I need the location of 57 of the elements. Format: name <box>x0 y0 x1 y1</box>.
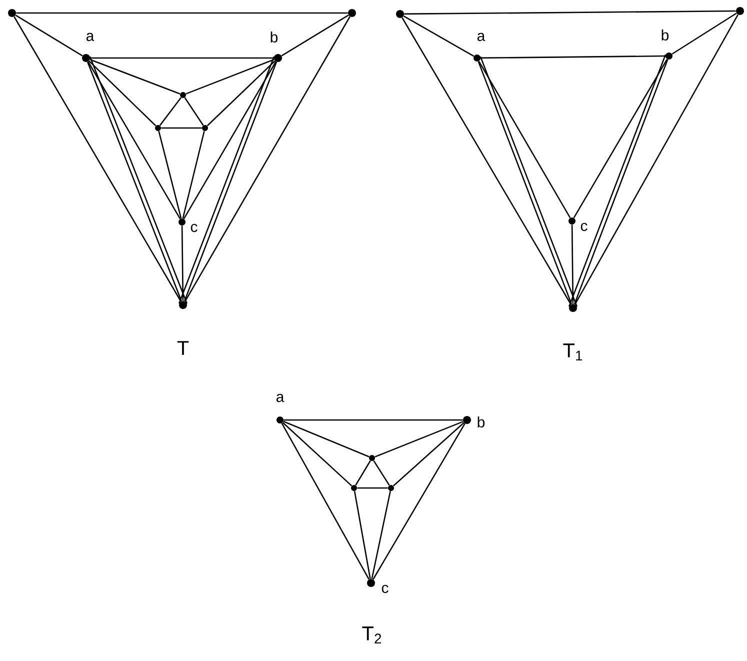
vertex-dot <box>396 10 404 18</box>
vertex-label: b <box>662 29 669 40</box>
graph-edge <box>161 127 202 129</box>
vertex-dot <box>736 7 744 15</box>
vertex-dot <box>8 9 16 17</box>
graph-edge <box>403 16 474 57</box>
graph-caption: T <box>177 341 189 355</box>
graph-edge <box>88 60 156 126</box>
graph-edge <box>355 460 371 486</box>
vertex-dot <box>179 301 187 309</box>
graph-edge <box>374 420 464 458</box>
graph-edge <box>574 14 739 305</box>
vertex-label: c <box>580 222 588 232</box>
graph-caption: T$_{2}$ <box>362 626 382 644</box>
graph-edge <box>90 57 274 59</box>
graph-edge <box>571 224 574 304</box>
graph-edge <box>357 487 388 489</box>
graph-edge <box>402 17 572 305</box>
graph-edge <box>281 422 370 580</box>
graph-edge <box>15 14 83 56</box>
graph-edge <box>14 16 182 302</box>
graph-edge <box>672 12 737 55</box>
vertex-label: b <box>270 31 278 42</box>
graph-edge <box>354 491 371 579</box>
vertex-dot <box>348 9 356 17</box>
vertex-label: c <box>190 224 198 232</box>
graph-edge <box>182 130 205 219</box>
graph-edge <box>159 97 182 126</box>
graph-edge <box>284 419 463 421</box>
vertex-label: a <box>276 394 284 402</box>
vertex-dot <box>569 304 577 312</box>
graph-edge <box>158 130 182 219</box>
vertex-label: c <box>382 584 388 594</box>
graph-edge <box>372 423 466 580</box>
graph-edge <box>88 61 181 220</box>
graph-edge <box>478 60 571 218</box>
graph-edge <box>16 12 348 14</box>
graph-edge <box>184 16 350 302</box>
graph-edge <box>392 422 464 486</box>
graph-edge <box>186 58 274 94</box>
graph-edge <box>90 58 180 94</box>
graph-edge <box>480 55 666 59</box>
graph-edge <box>206 60 276 126</box>
graph-edge <box>283 420 370 458</box>
graph-edge <box>573 58 668 218</box>
graph-edge <box>373 460 390 486</box>
vertex-label: b <box>478 416 485 428</box>
graph-edge <box>183 61 276 220</box>
graph-edge <box>404 10 736 15</box>
vertex-label: a <box>477 32 486 42</box>
vertex-label: a <box>86 32 94 42</box>
graph-edge <box>371 490 391 579</box>
graph-caption: T$_{1}$ <box>563 344 582 360</box>
graph-edge <box>181 226 184 301</box>
graph-edge <box>184 97 204 126</box>
graph-edge <box>282 422 352 486</box>
graph-edge <box>281 14 349 56</box>
